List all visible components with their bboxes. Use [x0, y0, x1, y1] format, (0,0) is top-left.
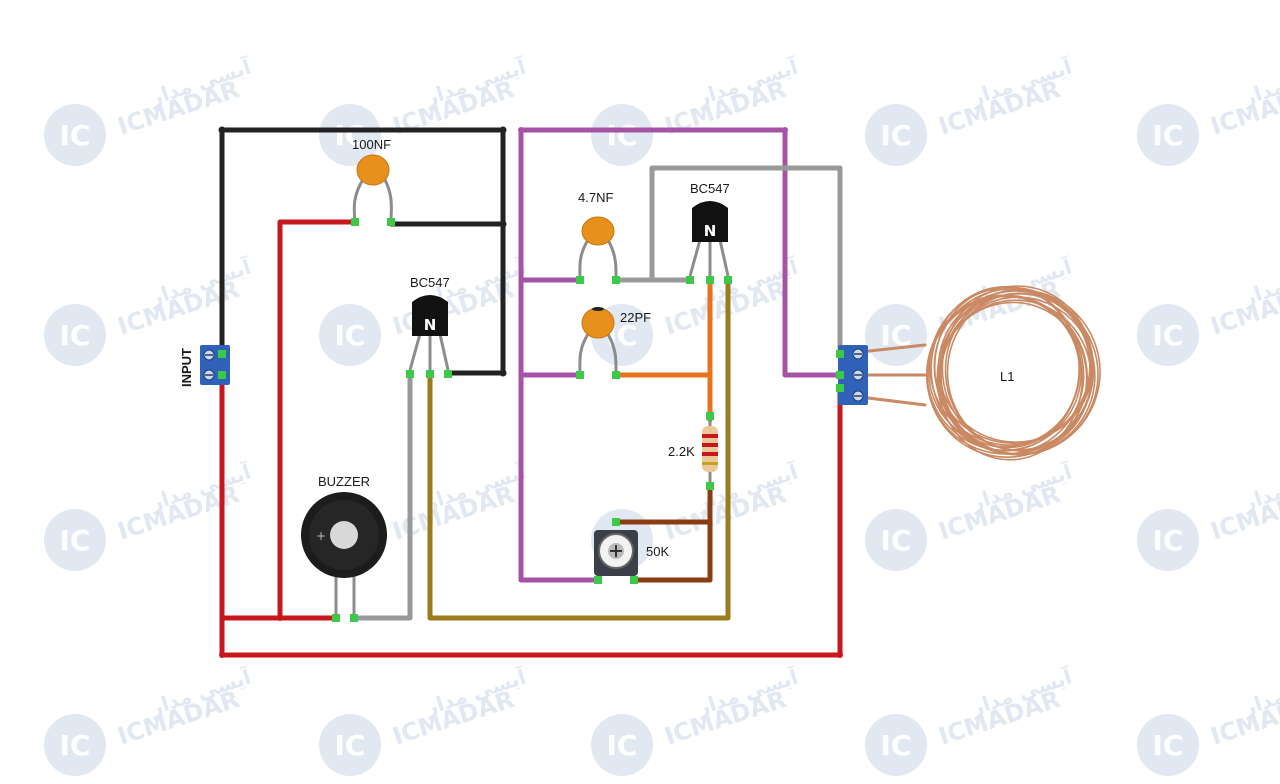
watermark-logo-text: IC: [1153, 524, 1184, 557]
coil-lead-3: [858, 395, 927, 407]
ic-logo-icon: [44, 304, 106, 366]
ic-logo-icon: [319, 104, 381, 166]
wire-gray-t1-buzzer: [352, 372, 413, 621]
ic-logo-icon: [319, 714, 381, 776]
label-transistor-2: BC547: [690, 181, 730, 196]
capacitor-100nf: [351, 154, 395, 226]
label-trimmer: 50K: [646, 544, 669, 559]
joint: [518, 127, 524, 133]
transistor-2: N: [686, 201, 732, 284]
svg-text:N: N: [424, 316, 437, 334]
watermark-logo-text: IC: [881, 524, 912, 557]
ic-logo-icon: [1137, 104, 1199, 166]
coil-turn: [933, 287, 1093, 444]
label-coil: L1: [1000, 369, 1014, 384]
ic-logo-icon: [44, 509, 106, 571]
watermark-logo-text: IC: [60, 119, 91, 152]
svg-text:N: N: [704, 222, 717, 240]
ic-logo-icon: [865, 714, 927, 776]
coil-turn: [946, 292, 1094, 452]
watermark-logo-text: IC: [1153, 729, 1184, 762]
watermark-logo-text: IC: [60, 319, 91, 352]
ic-logo-icon: [319, 304, 381, 366]
svg-text:+: +: [316, 529, 326, 543]
joint: [782, 127, 788, 133]
ic-logo-icon: [591, 104, 653, 166]
coil-l1: [925, 285, 1101, 461]
joint: [499, 369, 507, 377]
watermark-logo-text: IC: [335, 119, 366, 152]
buzzer: +: [301, 492, 387, 622]
joint: [499, 126, 507, 134]
transistor-1: N: [406, 295, 452, 378]
wire-red-input-bottom: [219, 372, 843, 658]
watermark-logo-text: IC: [607, 729, 638, 762]
ic-logo-icon: [591, 714, 653, 776]
ic-logo-icon: [865, 509, 927, 571]
label-buzzer: BUZZER: [318, 474, 370, 489]
watermark-logo-text: IC: [881, 729, 912, 762]
joint: [277, 615, 283, 621]
label-resistor: 2.2K: [668, 444, 695, 459]
capacitor-4-7nf: [576, 216, 620, 284]
watermark-logo-text: IC: [335, 319, 366, 352]
ic-logo-icon: [44, 714, 106, 776]
coil-turn: [928, 286, 1091, 446]
wire-red-cap-left: [277, 219, 358, 621]
trimmer-50k: [594, 518, 638, 584]
watermark-logo-text: IC: [60, 524, 91, 557]
wire-olive: [427, 277, 731, 621]
coil-lead-1: [858, 343, 927, 354]
label-input: INPUT: [179, 348, 194, 387]
capacitor-22pf: [576, 307, 620, 379]
watermark-logo-text: IC: [1153, 319, 1184, 352]
label-transistor-1: BC547: [410, 275, 450, 290]
watermark-logo-text: IC: [1153, 119, 1184, 152]
ic-logo-icon: [865, 104, 927, 166]
ic-logo-icon: [1137, 304, 1199, 366]
watermark-logo-text: IC: [607, 119, 638, 152]
label-cap-22pf: 22PF: [620, 310, 651, 325]
watermark-logo-text: IC: [60, 729, 91, 762]
coil-terminal-block: [836, 345, 868, 405]
wire-brown: [631, 482, 713, 583]
joint: [499, 220, 507, 228]
input-terminal-block: [200, 345, 230, 385]
ic-logo-icon: [44, 104, 106, 166]
ic-logo-icon: [1137, 509, 1199, 571]
resistor-2-2k: [702, 412, 718, 490]
label-cap-100nf: 100NF: [352, 137, 391, 152]
joint: [219, 652, 225, 658]
watermark-logo-text: IC: [881, 119, 912, 152]
ic-logo-icon: [1137, 714, 1199, 776]
wire-gray-top: [649, 165, 843, 355]
joint: [218, 126, 226, 134]
joint: [837, 652, 843, 658]
label-cap-4-7nf: 4.7NF: [578, 190, 613, 205]
watermark-logo-text: IC: [335, 729, 366, 762]
